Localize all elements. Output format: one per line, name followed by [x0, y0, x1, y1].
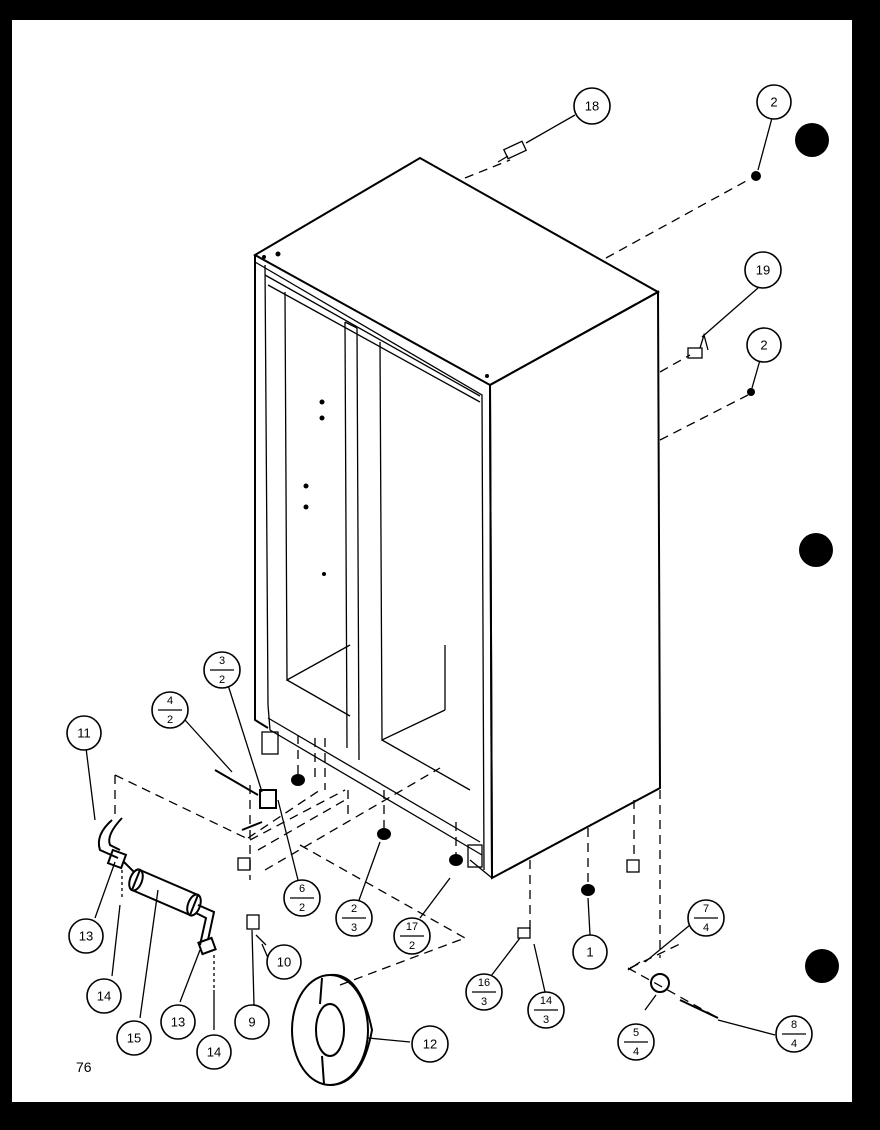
svg-text:14: 14 [540, 995, 552, 1007]
callout-13-right: 13 [160, 1004, 196, 1040]
svg-text:3: 3 [481, 996, 487, 1008]
leveling-leg-part [581, 884, 595, 896]
svg-text:6: 6 [299, 883, 305, 895]
svg-text:11: 11 [77, 726, 91, 741]
svg-text:10: 10 [277, 955, 291, 970]
callout-12: 12 [411, 1025, 449, 1063]
fan-shroud-ring-part [291, 973, 374, 1086]
page-number: 76 [76, 1059, 92, 1075]
clip-part [626, 859, 640, 873]
svg-text:5: 5 [633, 1027, 639, 1039]
callout-3-over-2: 3 2 [203, 651, 241, 689]
svg-text:1: 1 [586, 945, 593, 960]
svg-text:12: 12 [423, 1037, 437, 1052]
svg-text:2: 2 [219, 674, 225, 686]
callout-2-top: 2 [756, 84, 792, 120]
screw-part-8 [679, 999, 719, 1019]
callout-leader-lines [85, 114, 776, 1043]
leveling-leg-part [291, 774, 305, 786]
callout-14-over-3: 14 3 [527, 991, 565, 1029]
screw-part [751, 171, 761, 181]
svg-text:14: 14 [207, 1045, 221, 1060]
callout-2-middle: 2 [746, 327, 782, 363]
svg-text:8: 8 [791, 1019, 797, 1031]
callout-14-left: 14 [86, 978, 122, 1014]
callout-7-over-4: 7 4 [687, 899, 725, 937]
clamp-part [246, 914, 260, 930]
callout-9: 9 [234, 1004, 270, 1040]
svg-text:19: 19 [756, 263, 770, 278]
cord-connector-part [497, 140, 528, 163]
roller-part [237, 857, 251, 871]
callout-10: 10 [266, 944, 302, 980]
bracket-part [687, 332, 709, 359]
svg-text:2: 2 [167, 714, 173, 726]
callout-2-over-3: 2 3 [335, 899, 373, 937]
svg-text:2: 2 [409, 940, 415, 952]
svg-text:14: 14 [97, 989, 111, 1004]
callout-19: 19 [744, 251, 782, 289]
drain-tube-assembly [97, 817, 217, 988]
small-parts [214, 140, 761, 1019]
callout-14-right: 14 [196, 1034, 232, 1070]
fitting-part [650, 973, 670, 993]
callout-6-over-2: 6 2 [283, 879, 321, 917]
svg-text:2: 2 [351, 903, 357, 915]
screw-part-lower [747, 388, 755, 396]
callout-4-over-2: 4 2 [151, 691, 189, 729]
binder-hole-top [795, 123, 829, 157]
callout-1: 1 [572, 934, 608, 970]
svg-text:17: 17 [406, 921, 418, 933]
refrigerator-cabinet [252, 156, 662, 880]
svg-text:13: 13 [171, 1015, 185, 1030]
callout-16-over-3: 16 3 [465, 973, 503, 1011]
binder-hole-middle [799, 533, 833, 567]
svg-text:16: 16 [478, 977, 490, 989]
callout-18: 18 [573, 87, 611, 125]
svg-text:15: 15 [127, 1031, 141, 1046]
callout-5-over-4: 5 4 [617, 1023, 655, 1061]
screw-part-10 [255, 934, 267, 946]
svg-text:9: 9 [248, 1015, 255, 1030]
assembly-guide-lines [114, 159, 749, 1019]
callout-17-over-2: 17 2 [393, 917, 431, 955]
hinge-assembly-part [214, 769, 277, 831]
leveling-leg-part [449, 854, 463, 866]
svg-text:4: 4 [633, 1046, 639, 1058]
svg-text:3: 3 [543, 1014, 549, 1026]
binder-hole-bottom [805, 949, 839, 983]
callout-11: 11 [66, 715, 102, 751]
svg-text:2: 2 [770, 95, 777, 110]
svg-text:4: 4 [703, 922, 709, 934]
svg-text:3: 3 [219, 655, 225, 667]
svg-text:7: 7 [703, 903, 709, 915]
leveling-leg-part [377, 828, 391, 840]
svg-text:4: 4 [167, 695, 173, 707]
callout-13-left: 13 [68, 918, 104, 954]
marker-part-7 [627, 961, 641, 971]
svg-text:2: 2 [760, 338, 767, 353]
svg-text:18: 18 [585, 99, 599, 114]
svg-text:4: 4 [791, 1038, 797, 1050]
svg-text:2: 2 [299, 902, 305, 914]
callout-8-over-4: 8 4 [775, 1015, 813, 1053]
svg-text:13: 13 [79, 929, 93, 944]
clip-part-16 [517, 927, 531, 939]
callout-15: 15 [116, 1020, 152, 1056]
svg-text:3: 3 [351, 922, 357, 934]
